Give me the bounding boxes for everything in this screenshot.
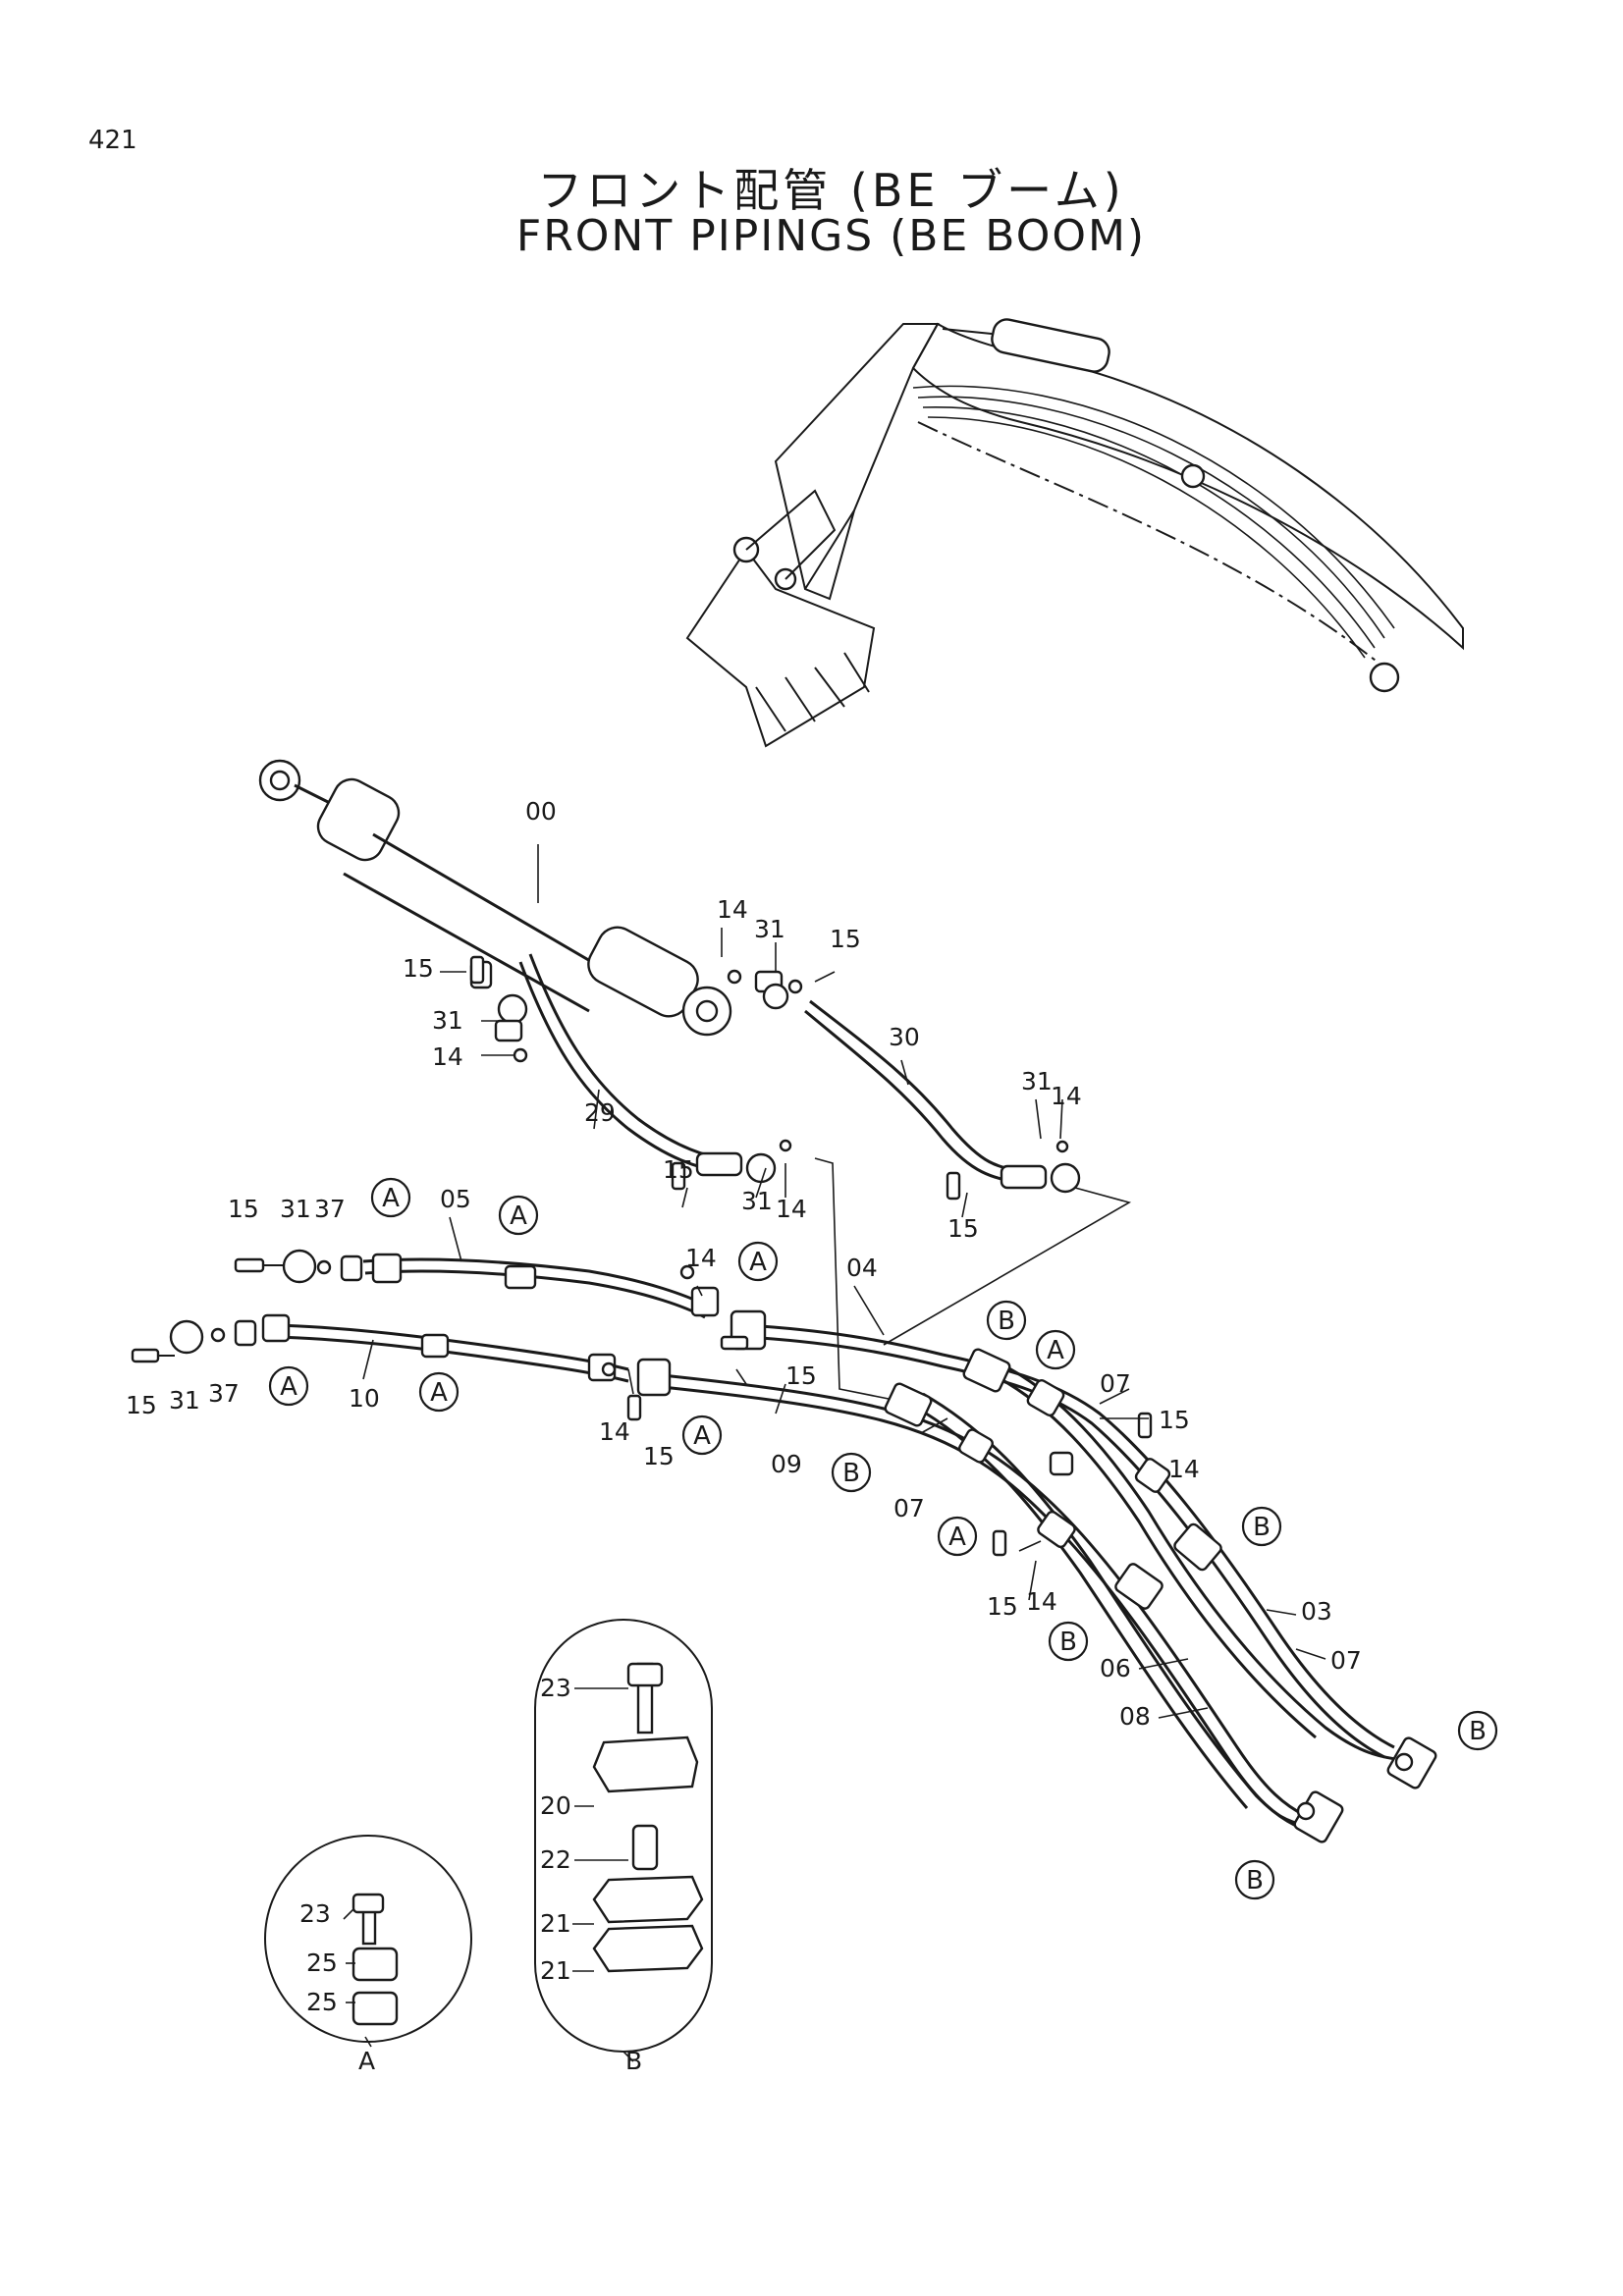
label-15: 15 [1159, 1406, 1190, 1434]
label-30: 30 [889, 1023, 920, 1051]
callout-a: A [1035, 1329, 1076, 1370]
svg-text:A: A [693, 1421, 711, 1451]
label-04: 04 [846, 1254, 878, 1282]
label-37: 37 [314, 1195, 346, 1223]
svg-text:A: A [749, 1248, 767, 1277]
callout-b: B [986, 1300, 1027, 1341]
boom-cylinder [258, 759, 732, 1037]
label-23: 23 [299, 1899, 331, 1928]
label-07: 07 [1100, 1369, 1131, 1398]
label-20: 20 [540, 1791, 571, 1820]
svg-text:A: A [510, 1201, 527, 1231]
label-21: 21 [540, 1956, 571, 1985]
label-25: 25 [306, 1949, 338, 1977]
label-09: 09 [771, 1450, 802, 1478]
callout-a: A [268, 1365, 309, 1407]
label-10: 10 [349, 1384, 380, 1413]
callout-b: B [831, 1452, 872, 1493]
detail-a-label: A [358, 2047, 375, 2075]
label-31: 31 [432, 1006, 463, 1035]
svg-text:A: A [430, 1378, 448, 1408]
label-00: 00 [525, 797, 557, 826]
callout-a: A [370, 1177, 411, 1218]
callout-a: A [681, 1415, 723, 1456]
label-15: 15 [126, 1391, 157, 1419]
label-07: 07 [1330, 1646, 1362, 1675]
detail-b [534, 1619, 713, 2062]
svg-text:B: B [842, 1459, 860, 1488]
label-31: 31 [741, 1187, 773, 1215]
label-31: 31 [169, 1386, 200, 1415]
label-15: 15 [643, 1442, 675, 1470]
label-14: 14 [1168, 1455, 1200, 1483]
label-31: 31 [280, 1195, 311, 1223]
cylinder-fittings [469, 960, 1069, 1201]
label-14: 14 [432, 1042, 463, 1071]
svg-text:A: A [948, 1522, 966, 1552]
label-06: 06 [1100, 1654, 1131, 1682]
label-15: 15 [663, 1155, 694, 1184]
hose-29 [518, 953, 777, 1184]
callout-b: B [1048, 1621, 1089, 1662]
label-21: 21 [540, 1909, 571, 1938]
svg-text:A: A [382, 1184, 400, 1213]
label-15: 15 [987, 1592, 1018, 1621]
svg-text:A: A [280, 1372, 298, 1402]
page-number: 421 [88, 126, 137, 155]
left-fittings [131, 955, 1153, 1557]
svg-text:B: B [1246, 1866, 1264, 1896]
label-31: 31 [754, 915, 785, 943]
callout-b: B [1457, 1710, 1498, 1751]
label-31: 31 [1021, 1067, 1053, 1095]
pipe-10 [261, 1313, 629, 1383]
excavator-front-overview [685, 318, 1464, 748]
pipe-05 [362, 1253, 720, 1319]
svg-text:B: B [1059, 1628, 1077, 1657]
label-03: 03 [1301, 1597, 1332, 1626]
label-29: 29 [584, 1098, 616, 1127]
label-14: 14 [1051, 1082, 1082, 1110]
page-title-english: FRONT PIPINGS (BE BOOM) [515, 211, 1147, 261]
label-15: 15 [785, 1362, 817, 1390]
label-14: 14 [1026, 1587, 1057, 1616]
label-15: 15 [947, 1214, 979, 1243]
callout-b: B [1234, 1859, 1275, 1900]
svg-text:B: B [1253, 1513, 1271, 1542]
label-15: 15 [228, 1195, 259, 1223]
callout-a: A [418, 1371, 460, 1413]
svg-text:B: B [998, 1307, 1015, 1336]
callout-a: A [737, 1241, 779, 1282]
callout-b: B [1241, 1506, 1282, 1547]
callouts: A A A A A A A A B B B B B B [268, 1177, 1498, 1900]
callout-a: A [498, 1195, 539, 1236]
svg-text:B: B [1469, 1717, 1487, 1746]
label-37: 37 [208, 1379, 240, 1408]
detail-b-label: B [625, 2047, 642, 2075]
part-labels: 00 14 31 15 15 31 14 29 30 31 14 15 31 1… [126, 797, 1362, 2075]
label-25: 25 [306, 1988, 338, 2016]
callout-a: A [937, 1516, 978, 1557]
label-22: 22 [540, 1845, 571, 1874]
label-23: 23 [540, 1674, 571, 1702]
label-14: 14 [717, 895, 748, 924]
label-15: 15 [403, 954, 434, 983]
page-title-japanese: フロント配管 (BE ブーム) [537, 164, 1125, 217]
leader-lines [440, 844, 1132, 1400]
detail-a [264, 1835, 472, 2048]
pipe-clamps [884, 1348, 1437, 1843]
label-14: 14 [685, 1244, 717, 1272]
label-08: 08 [1119, 1702, 1151, 1731]
svg-text:A: A [1047, 1336, 1064, 1365]
hose-30 [804, 999, 1081, 1194]
label-15: 15 [830, 925, 861, 953]
pipe-leaders [362, 1216, 1326, 1719]
label-07: 07 [893, 1494, 925, 1522]
label-14: 14 [776, 1195, 807, 1223]
label-05: 05 [440, 1185, 471, 1213]
label-14: 14 [599, 1417, 630, 1446]
